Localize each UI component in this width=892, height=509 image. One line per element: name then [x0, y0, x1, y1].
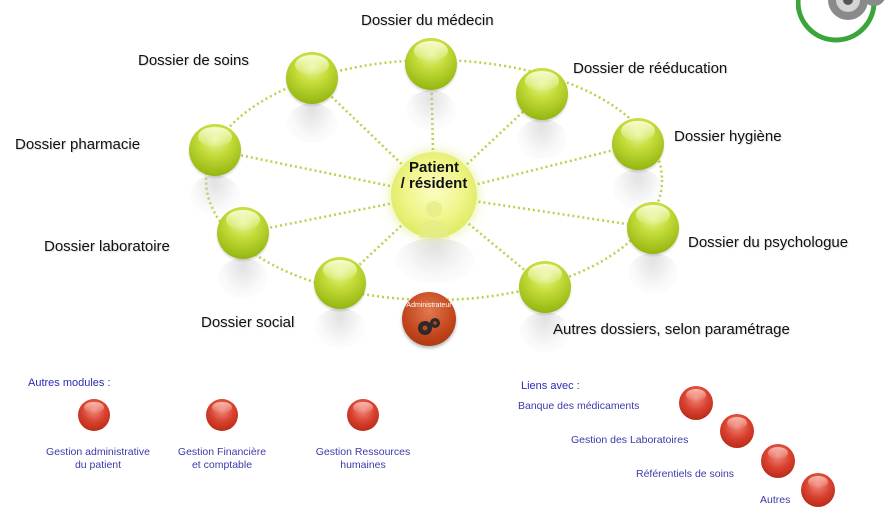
gears-icon: [418, 318, 440, 335]
liens-title: Liens avec :: [521, 380, 580, 392]
module-label-line2: humaines: [340, 459, 386, 471]
label-social: Dossier social: [201, 314, 295, 331]
patient-line2: / résident: [400, 175, 468, 192]
node-laboratoire: [217, 207, 269, 259]
lien-label: Banque des médicaments: [518, 400, 640, 412]
reflection: [287, 103, 337, 143]
label-soins: Dossier de soins: [138, 52, 249, 69]
module-label-line2: et comptable: [191, 459, 253, 471]
gears-icon: [796, 0, 885, 43]
lien-ball: [679, 386, 713, 420]
reflection: [218, 258, 268, 298]
module-label: Gestion administrative du patient: [28, 446, 168, 472]
reflection: [517, 119, 567, 159]
patient-line1: Patient: [408, 159, 459, 176]
patient-label: Patient / résident: [391, 160, 477, 192]
autres-modules-title: Autres modules :: [28, 377, 111, 389]
node-medecin: [405, 38, 457, 90]
reflection: [395, 238, 475, 283]
label-autres: Autres dossiers, selon paramétrage: [553, 321, 790, 338]
module-label-line1: Gestion administrative: [46, 446, 150, 458]
admin-node: [402, 292, 456, 346]
node-hygiene: [612, 118, 664, 170]
connector: [214, 148, 435, 197]
module-label: Gestion Financière et comptable: [162, 446, 282, 472]
lien-label: Gestion des Laboratoires: [571, 434, 689, 446]
module-ball: [78, 399, 110, 431]
lien-ball: [761, 444, 795, 478]
label-hygiene: Dossier hygiène: [674, 128, 782, 145]
reflection: [520, 312, 570, 352]
label-psychologue: Dossier du psychologue: [688, 234, 849, 251]
module-label-line2: du patient: [74, 459, 122, 471]
reflection: [406, 90, 456, 130]
node-psychologue: [627, 202, 679, 254]
node-pharmacie: [189, 124, 241, 176]
reflection: [628, 253, 678, 293]
label-medecin: Dossier du médecin: [361, 12, 494, 29]
label-laboratoire: Dossier laboratoire: [44, 238, 170, 255]
node-social: [314, 257, 366, 309]
person-icon: [419, 201, 449, 238]
outer-ring: [204, 58, 664, 302]
node-reeducation: [516, 68, 568, 120]
reflection: [315, 308, 365, 348]
label-pharmacie: Dossier pharmacie: [15, 136, 141, 153]
lien-label: Autres: [760, 494, 791, 506]
lien-label: Référentiels de soins: [636, 468, 735, 480]
connector: [311, 77, 435, 196]
lien-ball: [801, 473, 835, 507]
label-reeducation: Dossier de rééducation: [573, 60, 728, 77]
patient-node: [391, 152, 477, 238]
node-autres: [519, 261, 571, 313]
module-ball: [206, 399, 238, 431]
admin-label: Administrateur: [406, 302, 452, 309]
module-ball: [347, 399, 379, 431]
node-soins: [286, 52, 338, 104]
module-label: Gestion Ressources humaines: [300, 446, 426, 472]
module-label-line1: Gestion Ressources: [315, 446, 411, 458]
lien-ball: [720, 414, 754, 448]
module-label-line1: Gestion Financière: [177, 446, 267, 458]
